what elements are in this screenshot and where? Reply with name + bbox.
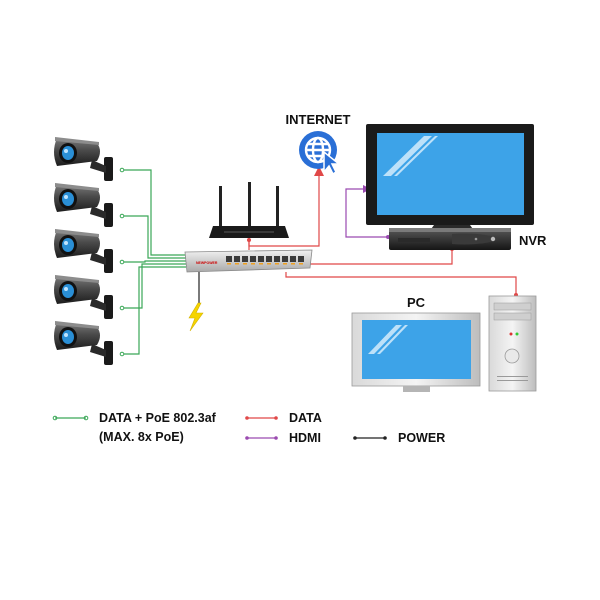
poe-cable	[122, 266, 186, 355]
globe-icon	[299, 131, 342, 176]
switch-port	[234, 256, 240, 262]
legend-item-hdmi: HDMI	[245, 431, 321, 445]
camera-icon	[54, 137, 113, 181]
switch-nvr-line	[310, 249, 453, 265]
switch-port	[298, 256, 304, 262]
legend-hdmi-label: HDMI	[289, 431, 321, 445]
poe-cable	[122, 215, 186, 259]
legend-poe-sublabel: (MAX. 8x PoE)	[99, 430, 184, 444]
legend-poe-label: DATA + PoE 802.3af	[99, 411, 217, 425]
legend-item-poe: DATA + PoE 802.3af (MAX. 8x PoE)	[52, 411, 217, 444]
poe-cable-endpoint	[119, 167, 125, 173]
switch-port-led	[259, 263, 263, 265]
switch-port-led	[291, 263, 295, 265]
switch-port-led	[251, 263, 255, 265]
camera-icon	[54, 183, 113, 227]
internet-label: INTERNET	[286, 112, 351, 127]
switch-port	[226, 256, 232, 262]
hdmi-cable-line	[345, 188, 388, 238]
lightning-icon	[188, 302, 204, 332]
poe-cable-endpoint	[119, 259, 125, 265]
switch-port	[274, 256, 280, 262]
poe-cable	[122, 260, 186, 263]
switch-port	[250, 256, 256, 262]
switch-port-row	[226, 256, 304, 265]
legend-data-label: DATA	[289, 411, 322, 425]
pc-tower-icon	[488, 295, 537, 392]
poe-cable-endpoint	[119, 305, 125, 311]
switch-brand-label: NEWPOWER	[196, 261, 218, 265]
switch-port	[266, 256, 272, 262]
camera-icon	[54, 275, 113, 319]
legend-item-power: POWER	[353, 431, 445, 445]
switch-port-led	[299, 263, 303, 265]
router-icon	[209, 182, 289, 238]
switch-port	[282, 256, 288, 262]
poe-cable-endpoint	[119, 213, 125, 219]
switch-port-led	[227, 263, 231, 265]
switch-pc-line	[285, 272, 517, 295]
switch-router-endpoint	[247, 238, 251, 242]
switch-port-led	[275, 263, 279, 265]
poe-cable-lines	[119, 167, 186, 357]
pc-monitor-icon	[351, 312, 481, 392]
camera-group	[54, 137, 113, 365]
camera-icon	[54, 229, 113, 273]
switch-port-led	[267, 263, 271, 265]
tv-monitor-icon	[366, 124, 534, 232]
switch-port	[290, 256, 296, 262]
poe-switch-icon: NEWPOWER	[184, 249, 313, 273]
poe-cable	[122, 169, 186, 256]
internet-arrowhead	[314, 166, 324, 176]
camera-icon	[54, 321, 113, 365]
poe-cable-endpoint	[119, 351, 125, 357]
legend-power-label: POWER	[398, 431, 445, 445]
switch-port	[258, 256, 264, 262]
legend: DATA + PoE 802.3af (MAX. 8x PoE) DATA HD…	[52, 411, 445, 445]
poe-cable	[122, 263, 186, 309]
nvr-label: NVR	[519, 233, 547, 248]
nvr-recorder-icon	[389, 228, 511, 250]
switch-port-led	[283, 263, 287, 265]
pc-label: PC	[407, 295, 426, 310]
legend-item-data: DATA	[245, 411, 322, 425]
switch-port-led	[235, 263, 239, 265]
switch-port	[242, 256, 248, 262]
switch-port-led	[243, 263, 247, 265]
